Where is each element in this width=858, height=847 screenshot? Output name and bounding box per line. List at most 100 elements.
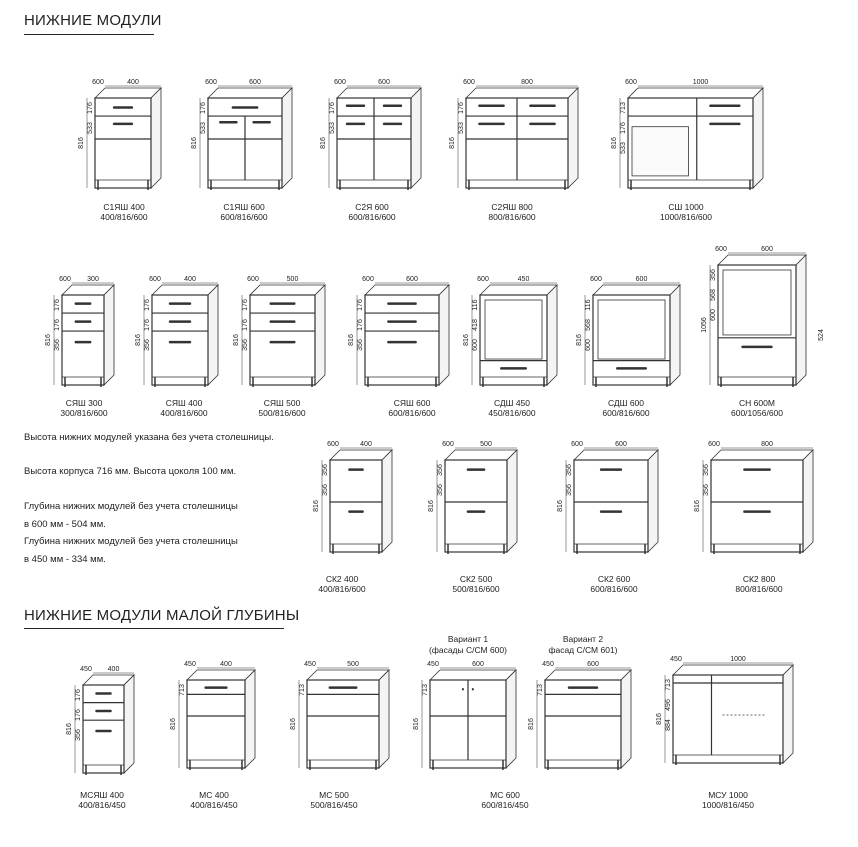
height-label: 1056 <box>701 317 708 333</box>
countertop-shape <box>672 664 794 676</box>
module-dimensions: 500/816/450 <box>310 800 358 810</box>
width-label: 500 <box>287 276 299 283</box>
handle-shape <box>500 367 527 370</box>
module-name: СК2 600 <box>597 574 631 584</box>
handle-shape <box>461 688 464 691</box>
depth-label: 600 <box>247 276 259 283</box>
sub-dimension-label: 524 <box>818 329 825 341</box>
variant-label: Вариант 2 <box>562 634 604 644</box>
height-label: 816 <box>45 334 52 346</box>
width-label: 600 <box>249 79 261 86</box>
handle-shape <box>269 320 296 323</box>
depth-label: 600 <box>715 246 727 253</box>
sub-dimension-label: 713 <box>620 102 627 114</box>
sub-dimension-label: 176 <box>458 102 465 114</box>
cabinet-front <box>151 294 209 386</box>
width-label: 300 <box>87 276 99 283</box>
sub-dimension-label: 356 <box>437 464 444 476</box>
depth-label: 450 <box>80 666 92 673</box>
handle-shape <box>269 302 296 305</box>
depth-label: 600 <box>59 276 71 283</box>
width-label: 600 <box>761 246 773 253</box>
handle-shape <box>743 468 771 471</box>
sub-dimension-label: 713 <box>299 684 306 696</box>
sub-dimension-label: 356 <box>322 464 329 476</box>
sub-dimension-label: 356 <box>144 339 151 351</box>
height-label: 816 <box>413 718 420 730</box>
sub-dimension-label: 568 <box>710 289 717 301</box>
height-label: 816 <box>66 723 73 735</box>
sub-dimension-label: 713 <box>179 684 186 696</box>
handle-shape <box>348 510 364 513</box>
width-label: 500 <box>480 441 492 448</box>
sub-dimension-label: 496 <box>665 699 672 711</box>
depth-label: 450 <box>542 661 554 668</box>
module-dimensions: 800/816/600 <box>735 584 783 594</box>
depth-label: 600 <box>571 441 583 448</box>
sub-dimension-label: 176 <box>144 319 151 331</box>
sub-dimension-label: 600 <box>472 339 479 351</box>
handle-shape <box>328 686 358 689</box>
handle-shape <box>252 120 271 124</box>
depth-label: 600 <box>327 441 339 448</box>
height-label: 816 <box>170 718 177 730</box>
section-title-shallow: НИЖНИЕ МОДУЛИ МАЛОЙ ГЛУБИНЫ <box>24 607 300 624</box>
handle-shape <box>743 510 771 513</box>
height-label: 816 <box>528 718 535 730</box>
module-dimensions: 600/816/600 <box>590 584 638 594</box>
cabinet-front <box>82 684 125 774</box>
width-label: 800 <box>761 441 773 448</box>
depth-label: 600 <box>625 79 637 86</box>
handle-shape <box>345 122 366 126</box>
height-label: 816 <box>135 334 142 346</box>
sub-dimension-label: 176 <box>357 319 364 331</box>
module-name: МС 400 <box>199 790 229 800</box>
handle-shape <box>387 302 417 305</box>
module-dimensions: 800/816/600 <box>488 212 536 222</box>
module-dimensions: 400/816/600 <box>318 584 366 594</box>
handle-shape <box>95 692 112 695</box>
handle-shape <box>387 340 417 344</box>
handle-shape <box>478 122 505 126</box>
handle-shape <box>112 122 134 126</box>
module-name: СК2 800 <box>742 574 776 584</box>
sub-dimension-label: 356 <box>75 729 82 741</box>
handle-shape <box>74 320 92 323</box>
module-dimensions: 400/816/600 <box>160 408 208 418</box>
depth-label: 600 <box>92 79 104 86</box>
sub-dimension-label: 533 <box>458 122 465 134</box>
handle-shape <box>112 106 134 109</box>
height-label: 816 <box>576 334 583 346</box>
module-dimensions: 400/816/450 <box>78 800 126 810</box>
module-dimensions: 600/816/600 <box>348 212 396 222</box>
sub-dimension-label: 533 <box>87 122 94 134</box>
depth-label: 600 <box>590 276 602 283</box>
cabinet-front <box>61 294 105 386</box>
width-label: 400 <box>108 666 120 673</box>
depth-label: 600 <box>149 276 161 283</box>
cabinet-front <box>329 459 383 553</box>
handle-shape <box>478 104 505 108</box>
module-dimensions: 600/816/600 <box>602 408 650 418</box>
module-name: СЯШ 500 <box>263 398 301 408</box>
cabinet-front <box>364 294 440 386</box>
handle-shape <box>709 122 741 126</box>
module-name: СЯШ 400 <box>165 398 203 408</box>
module-name: СШ 1000 <box>668 202 704 212</box>
width-label: 450 <box>518 276 530 283</box>
handle-shape <box>382 104 403 108</box>
note-depth-450: Глубина нижних модулей без учета столешн… <box>24 536 238 547</box>
